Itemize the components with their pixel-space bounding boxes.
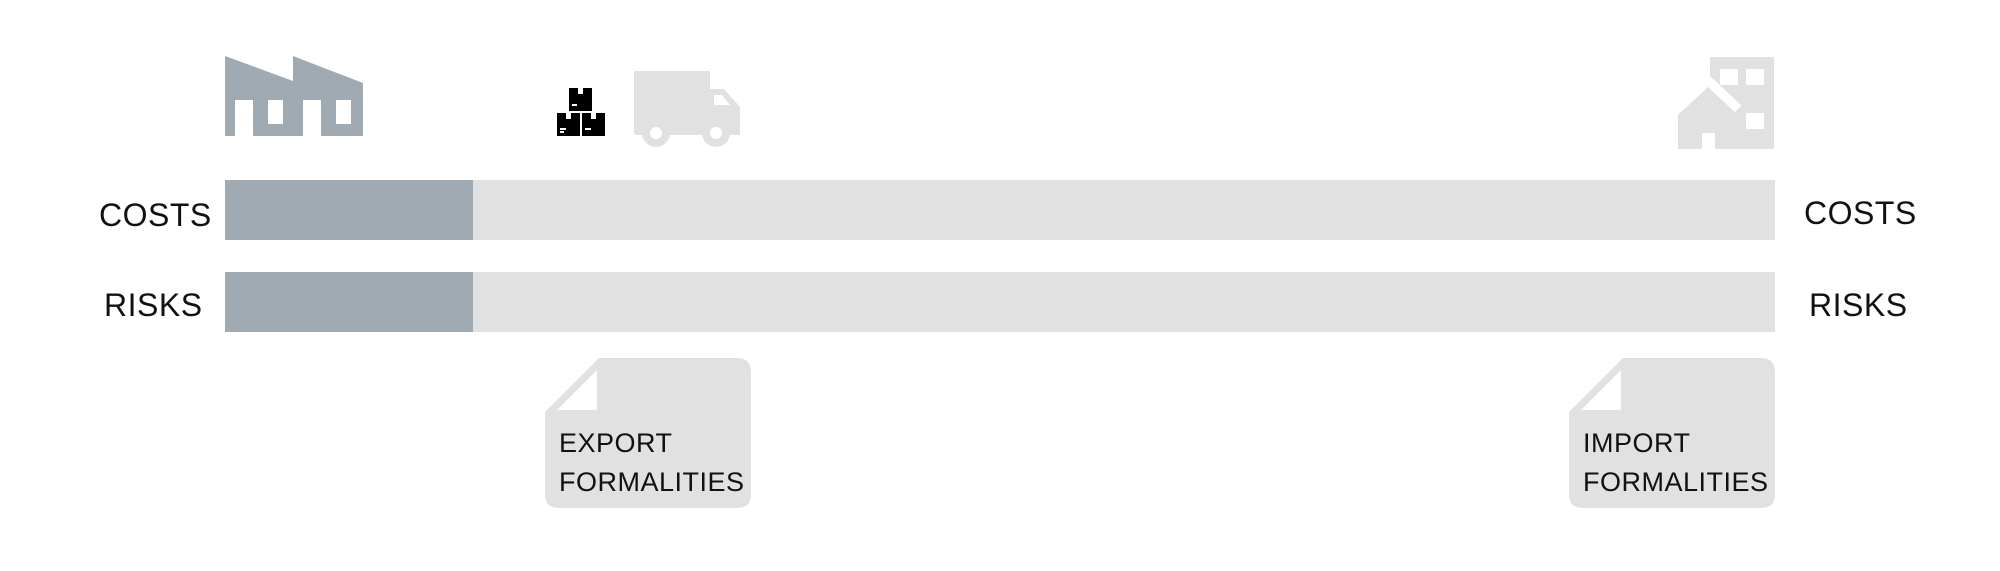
export-document-line2: FORMALITIES [559,467,745,497]
costs-bar [225,180,1775,240]
document-icon [1569,358,1775,508]
export-document-line1: EXPORT [559,428,673,458]
export-formalities-document: EXPORT FORMALITIES [545,358,751,508]
risks-bar [225,272,1775,332]
import-document-line2: FORMALITIES [1583,467,1769,497]
truck-icon [634,71,740,147]
costs-bar-seller-fill [225,180,473,240]
costs-label-left: COSTS [99,197,212,233]
buildings-icon [1678,57,1774,149]
risks-label-left: RISKS [104,287,203,323]
document-icon [545,358,751,508]
risks-label-right: RISKS [1809,287,1908,323]
boxes-icon [557,88,605,136]
import-formalities-document: IMPORT FORMALITIES [1569,358,1775,508]
factory-icon [225,56,363,136]
costs-label-right: COSTS [1804,195,1917,231]
import-document-line1: IMPORT [1583,428,1691,458]
risks-bar-seller-fill [225,272,473,332]
